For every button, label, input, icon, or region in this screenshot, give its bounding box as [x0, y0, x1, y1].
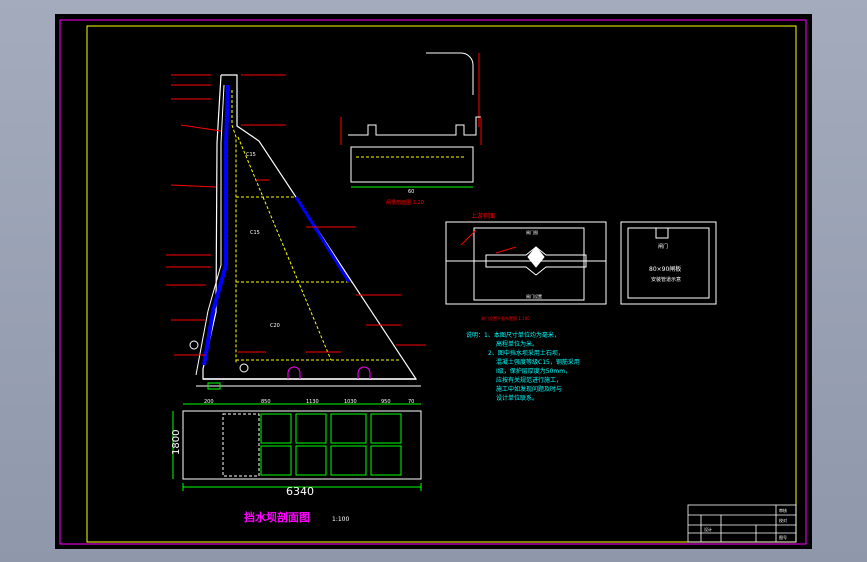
note-line-3: 2、图中挡水坝采用土石坝， [488, 349, 564, 357]
dim-seg-5: 950 [381, 399, 391, 405]
slope-fill [294, 196, 351, 283]
drain-box [207, 382, 221, 390]
note-line-8: 设计单位联系。 [496, 394, 538, 402]
dim-height: 1800 [171, 430, 182, 455]
hatch-label-1: C15 [250, 230, 260, 236]
marker-circle-2 [239, 363, 249, 373]
slope-dash [237, 136, 332, 361]
plan-strip [172, 403, 422, 491]
tb-cell-3: 设计 [704, 526, 712, 532]
dim-total: 6340 [286, 485, 314, 498]
upstream-face [195, 84, 225, 376]
core-line [231, 90, 237, 363]
tb-cell-2: 校对 [779, 517, 787, 523]
dim-seg-4: 1030 [344, 399, 357, 405]
box-header: 闸门 [658, 243, 668, 250]
tb-cell-1: 审核 [779, 507, 787, 513]
plan-header: 上游侧面 [471, 212, 495, 220]
dim-seg-2: 850 [261, 399, 271, 405]
dam-section: C15 C20 C15 [189, 74, 421, 390]
water-line [202, 84, 230, 366]
note-line-2: 高程单位为米。 [496, 340, 538, 348]
note-line-7: 施工中如发现问题及时与 [496, 385, 562, 393]
detail-caption: 闸槽剖面图 1:20 [386, 199, 424, 206]
marker-circle-1 [189, 340, 199, 350]
gate-slot-detail [340, 52, 482, 188]
note-line-6: 应按有关规范进行施工， [496, 376, 562, 384]
cad-drawing-canvas[interactable]: C15 C20 C15 [56, 15, 811, 548]
notes-block: 说明：1、本图尺寸单位均为毫米， 高程单位为米。 2、图中挡水坝采用土石坝， 混… [466, 331, 580, 402]
plan-caption: 闸门设置平面布置图 1:100 [481, 315, 530, 321]
note-line-1: 说明：1、本图尺寸单位均为毫米， [466, 331, 560, 339]
drain-pipe-2 [357, 366, 371, 379]
title-block [687, 504, 797, 543]
note-line-5: Ⅰ级，保护层厚度为50mm， [496, 367, 571, 375]
inner-frame [86, 25, 797, 543]
title-block-text: 审核 校对 设计 图号 [704, 507, 787, 540]
dim-seg-1: 200 [204, 399, 214, 405]
main-scale: 1:100 [332, 516, 349, 523]
box-line-1: 80×90闸板 [649, 265, 681, 273]
elevation-annotations [166, 74, 426, 356]
plan-outline [182, 410, 422, 480]
box-line-2: 安装管道示意 [651, 276, 681, 283]
dim-seg-6: 70 [408, 399, 414, 405]
drain-pipe-1 [287, 366, 301, 379]
drawing-sheet: C15 C20 C15 [56, 15, 811, 548]
gate-box-view [620, 221, 717, 305]
plan-lower-label: 闸门设置 [526, 293, 542, 299]
main-title: 挡水坝剖面图 [244, 510, 310, 524]
plan-upper-label: 闸门图 [526, 229, 538, 235]
gate-plan-view [445, 221, 607, 305]
hatch-label-2: C20 [270, 323, 280, 329]
outer-border [59, 19, 807, 545]
dim-seg-3: 1130 [306, 399, 319, 405]
detail-dim-bottom: 60 [408, 189, 414, 195]
hatch-label-3: C15 [246, 152, 256, 158]
tb-cell-4: 图号 [779, 534, 787, 540]
note-line-4: 混凝土强度等级C15，钢筋采用 [496, 358, 580, 366]
